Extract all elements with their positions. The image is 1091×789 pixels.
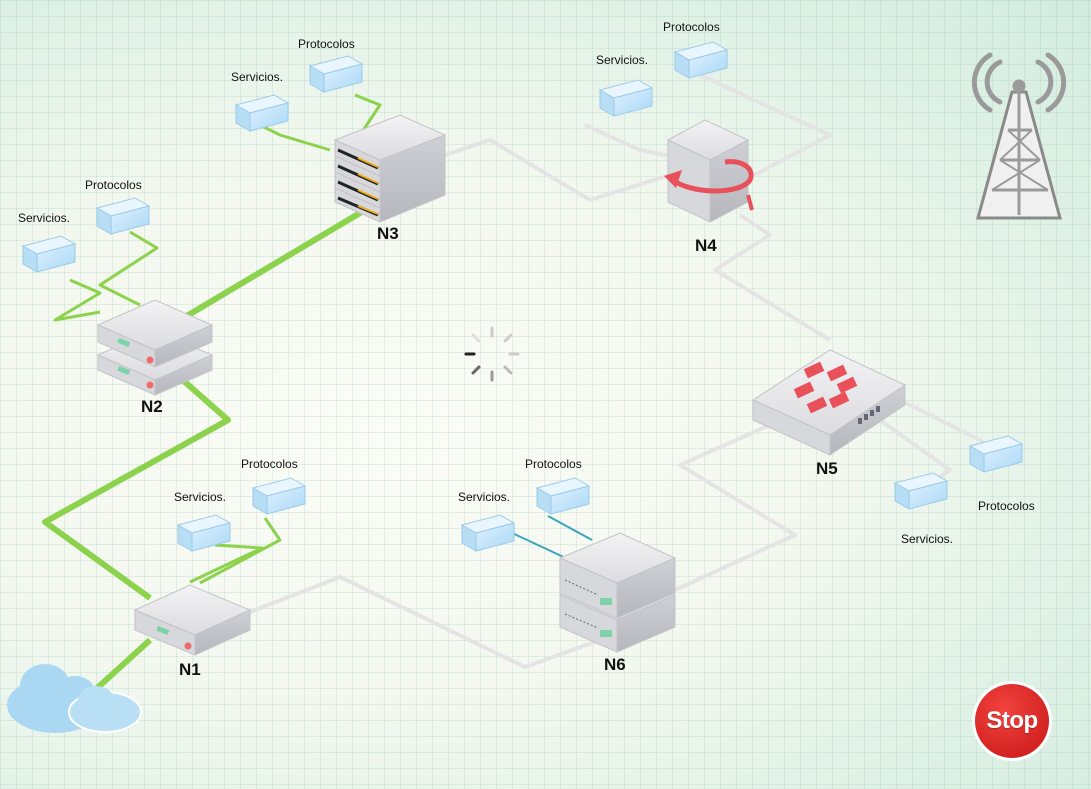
link-n4-protocolos bbox=[699, 73, 832, 182]
node-n1-icon[interactable] bbox=[133, 584, 252, 656]
node-n6-label: N6 bbox=[604, 655, 626, 674]
node-n4-label: N4 bbox=[695, 236, 717, 255]
module-box-icon[interactable] bbox=[969, 435, 1023, 473]
link-n6-servicios bbox=[509, 531, 571, 561]
n3-servicios-label: Servicios. bbox=[231, 70, 284, 84]
module-box-icon[interactable] bbox=[252, 477, 306, 515]
link-n1-servicios bbox=[189, 543, 264, 584]
link-n1-protocolos bbox=[199, 517, 282, 585]
stop-button-label: Stop bbox=[975, 684, 1049, 758]
link-n1-n6 bbox=[249, 575, 601, 669]
link-n2-protocolos bbox=[98, 230, 159, 307]
n3-protocolos-label: Protocolos bbox=[298, 37, 355, 51]
n5-protocolos-label: Protocolos bbox=[978, 499, 1035, 513]
n4-protocolos-label: Protocolos bbox=[663, 20, 720, 34]
module-box-icon[interactable] bbox=[235, 94, 289, 132]
cloud-icon bbox=[7, 664, 142, 733]
node-n3-label: N3 bbox=[377, 224, 399, 243]
node-n3-icon[interactable] bbox=[333, 114, 447, 223]
n5-servicios-label: Servicios. bbox=[901, 532, 954, 546]
loading-spinner-icon bbox=[464, 326, 520, 382]
link-n4-n5 bbox=[713, 213, 832, 342]
link-n3-protocolos bbox=[354, 93, 382, 136]
module-box-icon[interactable] bbox=[96, 197, 150, 235]
node-n2-icon[interactable] bbox=[96, 299, 214, 396]
stop-button[interactable]: Stop bbox=[972, 681, 1052, 761]
n2-servicios-label: Servicios. bbox=[18, 211, 71, 225]
module-boxes bbox=[22, 41, 1023, 552]
node-n6-icon[interactable] bbox=[558, 532, 677, 653]
node-n1-label: N1 bbox=[179, 660, 201, 679]
link-n6-protocolos bbox=[547, 515, 593, 541]
link-n6-n5 bbox=[674, 423, 797, 592]
antenna-tower-icon bbox=[971, 52, 1067, 220]
n1-servicios-label: Servicios. bbox=[174, 490, 227, 504]
data-links bbox=[509, 515, 593, 561]
n6-protocolos-label: Protocolos bbox=[525, 457, 582, 471]
link-n3-servicios bbox=[259, 123, 331, 152]
n2-protocolos-label: Protocolos bbox=[85, 178, 142, 192]
inactive-links bbox=[249, 73, 1002, 669]
node-n5-label: N5 bbox=[816, 459, 838, 478]
n1-protocolos-label: Protocolos bbox=[241, 457, 298, 471]
module-box-icon[interactable] bbox=[894, 472, 948, 510]
module-box-icon[interactable] bbox=[461, 514, 515, 552]
link-n3-n4 bbox=[429, 138, 671, 202]
node-n2-label: N2 bbox=[141, 397, 163, 416]
module-box-icon[interactable] bbox=[309, 55, 363, 93]
module-box-icon[interactable] bbox=[599, 79, 653, 117]
node-n5-icon[interactable] bbox=[751, 349, 907, 456]
n4-servicios-label: Servicios. bbox=[596, 53, 649, 67]
module-box-icon[interactable] bbox=[674, 41, 728, 79]
node-n4-icon[interactable] bbox=[664, 119, 754, 223]
active-links bbox=[42, 93, 382, 693]
module-box-icon[interactable] bbox=[536, 477, 590, 515]
module-box-icon[interactable] bbox=[22, 235, 76, 273]
link-n2-servicios bbox=[53, 278, 102, 322]
link-n1-n2 bbox=[42, 357, 231, 601]
link-cloud-n1 bbox=[92, 637, 153, 693]
n6-servicios-label: Servicios. bbox=[458, 490, 511, 504]
link-n2-n3 bbox=[178, 207, 367, 323]
